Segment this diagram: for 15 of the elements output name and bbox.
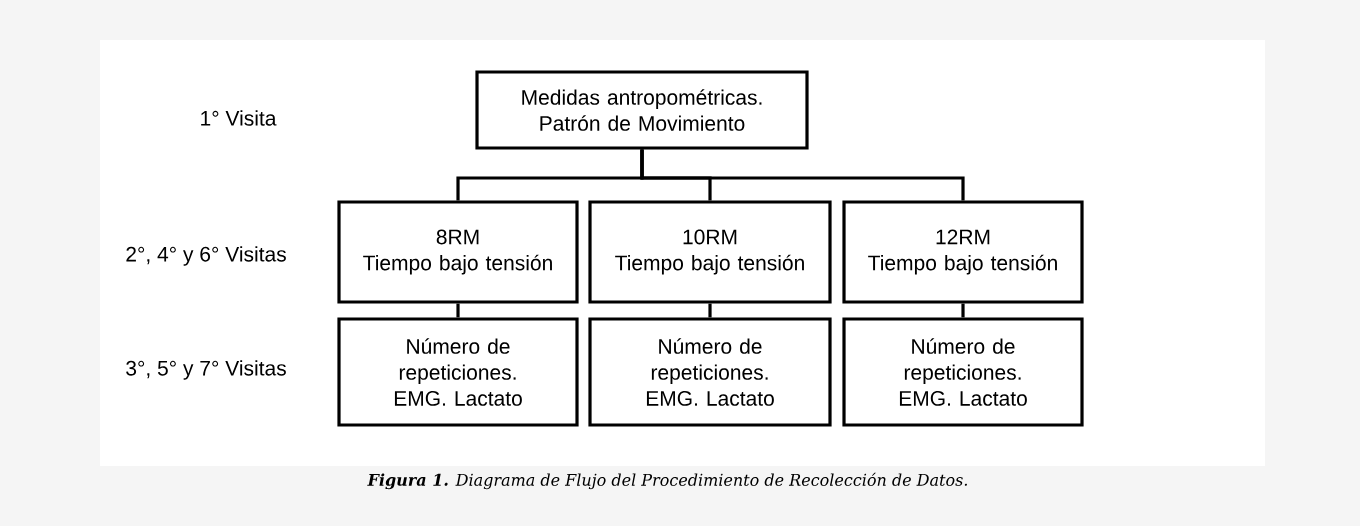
row-label: 2°, 4° y 6° Visitas	[126, 246, 286, 266]
row-label: 1° Visita	[201, 110, 277, 126]
row-label: 3°, 5° y 7° Visitas	[126, 360, 286, 380]
process-box: 12RM Tiempo bajo tensión	[842, 200, 1084, 304]
figure-caption: Figura 1. Diagrama de Flujo del Procedimiento de Recolección de Datos.	[367, 472, 967, 490]
process-box: Número de repeticiones. EMG. Lactato	[337, 317, 579, 427]
process-box: Número de repeticiones. EMG. Lactato	[588, 317, 832, 427]
connector-line	[961, 303, 965, 318]
connector-line	[640, 149, 965, 201]
connector-line	[456, 303, 460, 318]
process-box: Medidas antropométricas. Patrón de Movimiento	[475, 70, 809, 150]
process-box: 10RM Tiempo bajo tensión	[588, 200, 832, 304]
connector-line	[708, 303, 712, 318]
process-box: Número de repeticiones. EMG. Lactato	[842, 317, 1084, 427]
process-box: 8RM Tiempo bajo tensión	[337, 200, 579, 304]
